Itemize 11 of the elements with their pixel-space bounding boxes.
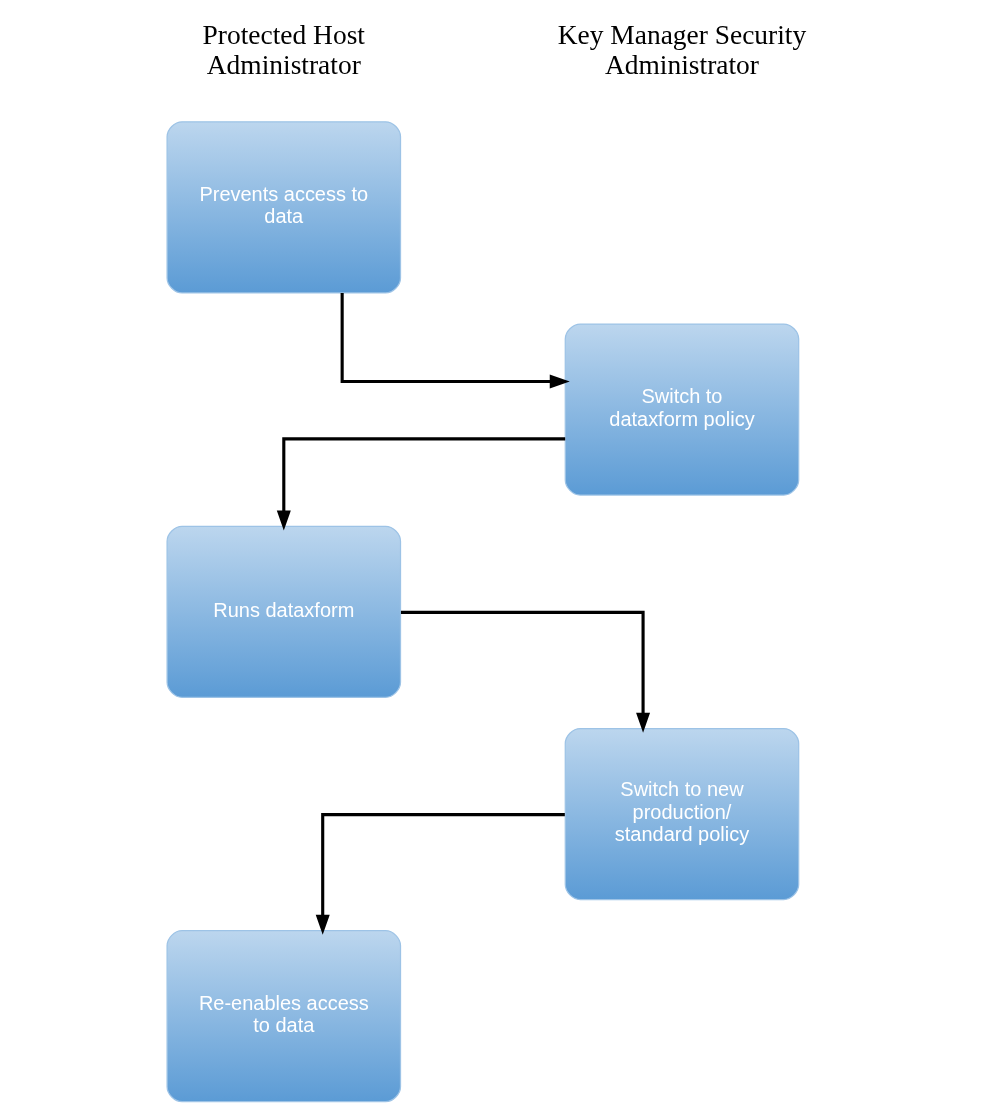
label: Key Manager Security Administrator bbox=[557, 19, 806, 80]
node-box: Runs dataxform bbox=[165, 525, 401, 698]
arrow bbox=[340, 292, 570, 389]
node-box: Switch to dataxform policy bbox=[564, 323, 799, 496]
arrow bbox=[400, 610, 650, 733]
node-box: Prevents access to data bbox=[165, 121, 401, 294]
arrow bbox=[276, 437, 565, 531]
node-box: Re-enables access to data bbox=[165, 930, 401, 1103]
arrow bbox=[315, 813, 565, 935]
node-box: Switch to new production/ standard policy bbox=[564, 727, 799, 901]
label: Protected Host Administrator bbox=[202, 19, 365, 80]
